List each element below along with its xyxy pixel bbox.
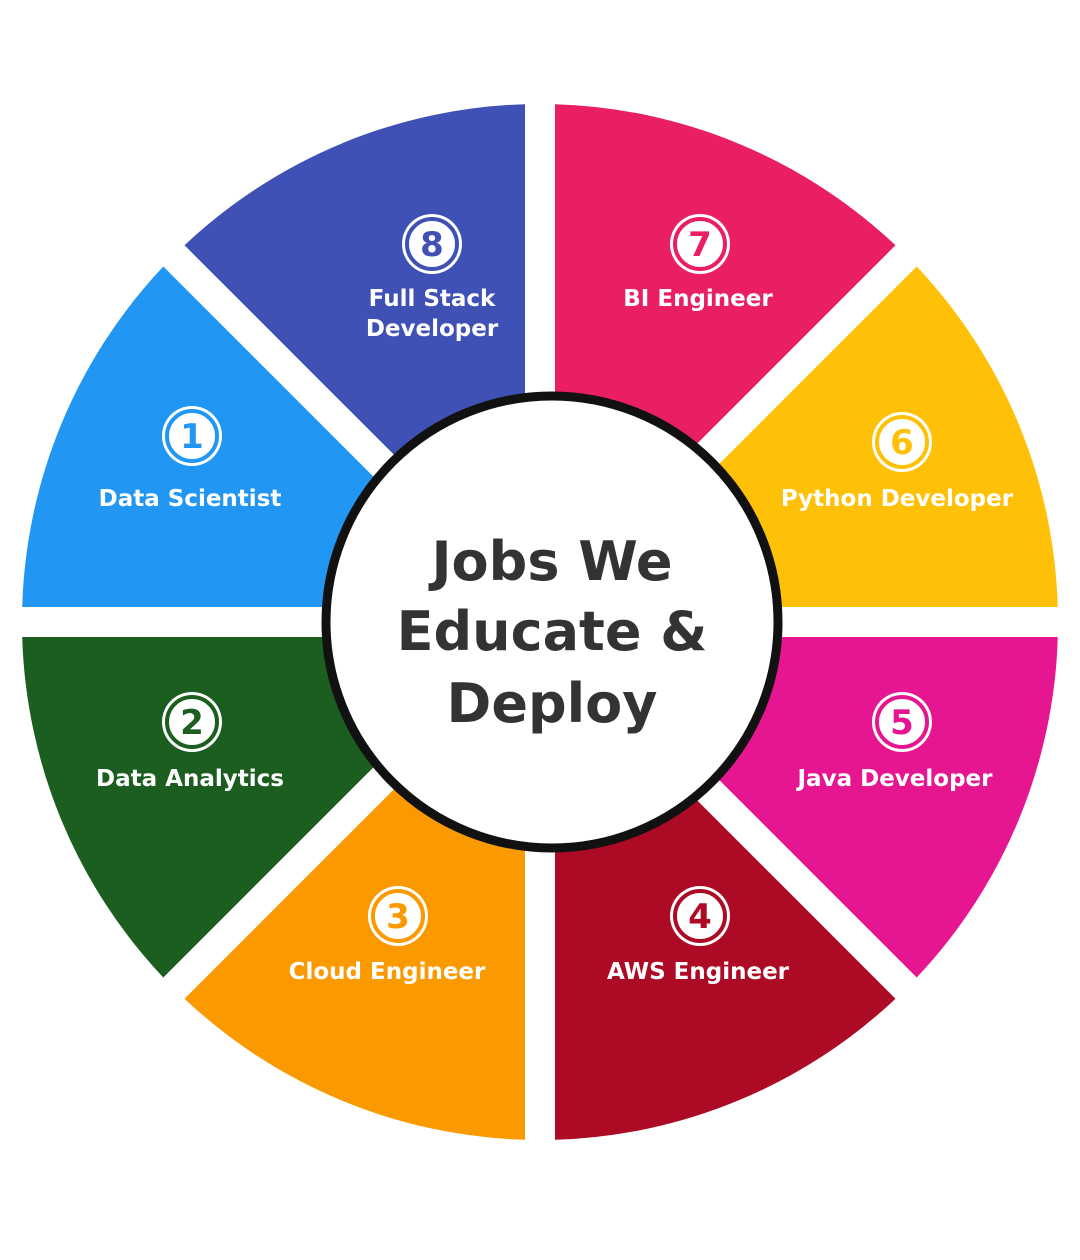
badge-inner-ring <box>405 217 459 271</box>
segment-label: AWS Engineer <box>607 959 790 985</box>
segment-number: 6 <box>890 423 914 463</box>
segment-7: 7 BI Engineer <box>555 104 896 506</box>
segment-number: 5 <box>890 703 914 743</box>
segment-number: 8 <box>420 225 444 265</box>
segment-number: 7 <box>688 225 712 265</box>
badge-inner-ring <box>673 217 727 271</box>
number-badge-icon: 7 <box>670 214 730 274</box>
number-badge-icon: 8 <box>402 214 462 274</box>
badge-outer-circle <box>162 406 222 466</box>
segment-label: Cloud Engineer <box>289 959 486 985</box>
badge-outer-circle <box>162 692 222 752</box>
badge-outer-circle <box>670 886 730 946</box>
segment-7-slice <box>555 104 896 506</box>
number-badge-icon: 3 <box>368 886 428 946</box>
segment-3-slice <box>184 738 525 1140</box>
segment-number: 3 <box>386 897 410 937</box>
segment-label: Full Stack <box>369 286 496 312</box>
badge-inner-ring <box>875 415 929 469</box>
number-badge-icon: 2 <box>162 692 222 752</box>
center-title-line-1: Jobs We <box>427 530 672 593</box>
segment-label: Developer <box>366 316 499 342</box>
segment-number: 1 <box>180 417 204 457</box>
center-hub: Jobs We Educate & Deploy <box>321 391 783 853</box>
badge-outer-circle <box>402 214 462 274</box>
badge-outer-circle <box>368 886 428 946</box>
segment-1-slice <box>22 266 424 607</box>
badge-outer-circle <box>670 214 730 274</box>
badge-inner-ring <box>371 889 425 943</box>
segment-number: 2 <box>180 703 204 743</box>
badge-outer-circle <box>872 412 932 472</box>
segment-4-slice <box>555 738 896 1140</box>
segment-label: Java Developer <box>796 766 994 792</box>
segment-number: 4 <box>688 897 712 937</box>
segment-label: Data Analytics <box>96 766 284 792</box>
segment-label: BI Engineer <box>623 286 773 312</box>
number-badge-icon: 1 <box>162 406 222 466</box>
badge-inner-ring <box>165 409 219 463</box>
badge-inner-ring <box>165 695 219 749</box>
segment-label: Python Developer <box>781 486 1014 512</box>
center-circle <box>321 391 783 853</box>
badge-outer-circle <box>872 692 932 752</box>
segment-label: Data Scientist <box>99 486 282 512</box>
number-badge-icon: 5 <box>872 692 932 752</box>
center-title-line-3: Deploy <box>447 672 658 735</box>
badge-inner-ring <box>875 695 929 749</box>
segment-2-slice <box>22 637 424 978</box>
number-badge-icon: 4 <box>670 886 730 946</box>
center-title-line-2: Educate & <box>397 600 708 663</box>
badge-inner-ring <box>673 889 727 943</box>
number-badge-icon: 6 <box>872 412 932 472</box>
segment-8-slice <box>184 104 525 506</box>
